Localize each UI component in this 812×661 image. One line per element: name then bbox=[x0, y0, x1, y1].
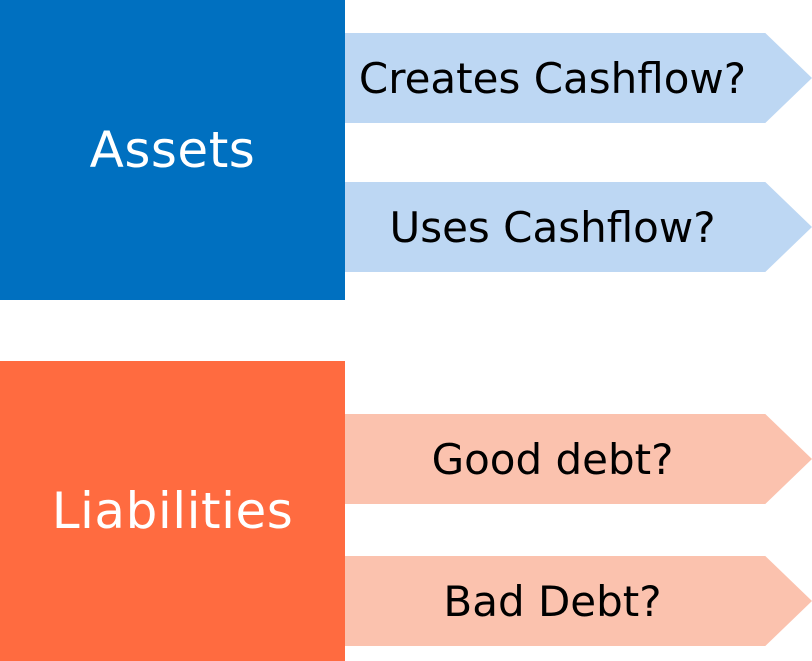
good-debt-label: Good debt? bbox=[431, 434, 674, 484]
assets-label: Assets bbox=[89, 121, 256, 179]
creates-cashflow-arrow: Creates Cashflow? bbox=[345, 33, 812, 123]
liabilities-label: Liabilities bbox=[51, 482, 294, 540]
good-debt-arrow: Good debt? bbox=[345, 414, 812, 504]
assets-block: Assets bbox=[0, 0, 345, 300]
creates-cashflow-label: Creates Cashflow? bbox=[358, 53, 747, 103]
uses-cashflow-label: Uses Cashflow? bbox=[389, 202, 716, 252]
liabilities-block: Liabilities bbox=[0, 361, 345, 661]
bad-debt-label: Bad Debt? bbox=[443, 576, 662, 626]
bad-debt-arrow: Bad Debt? bbox=[345, 556, 812, 646]
uses-cashflow-arrow: Uses Cashflow? bbox=[345, 182, 812, 272]
